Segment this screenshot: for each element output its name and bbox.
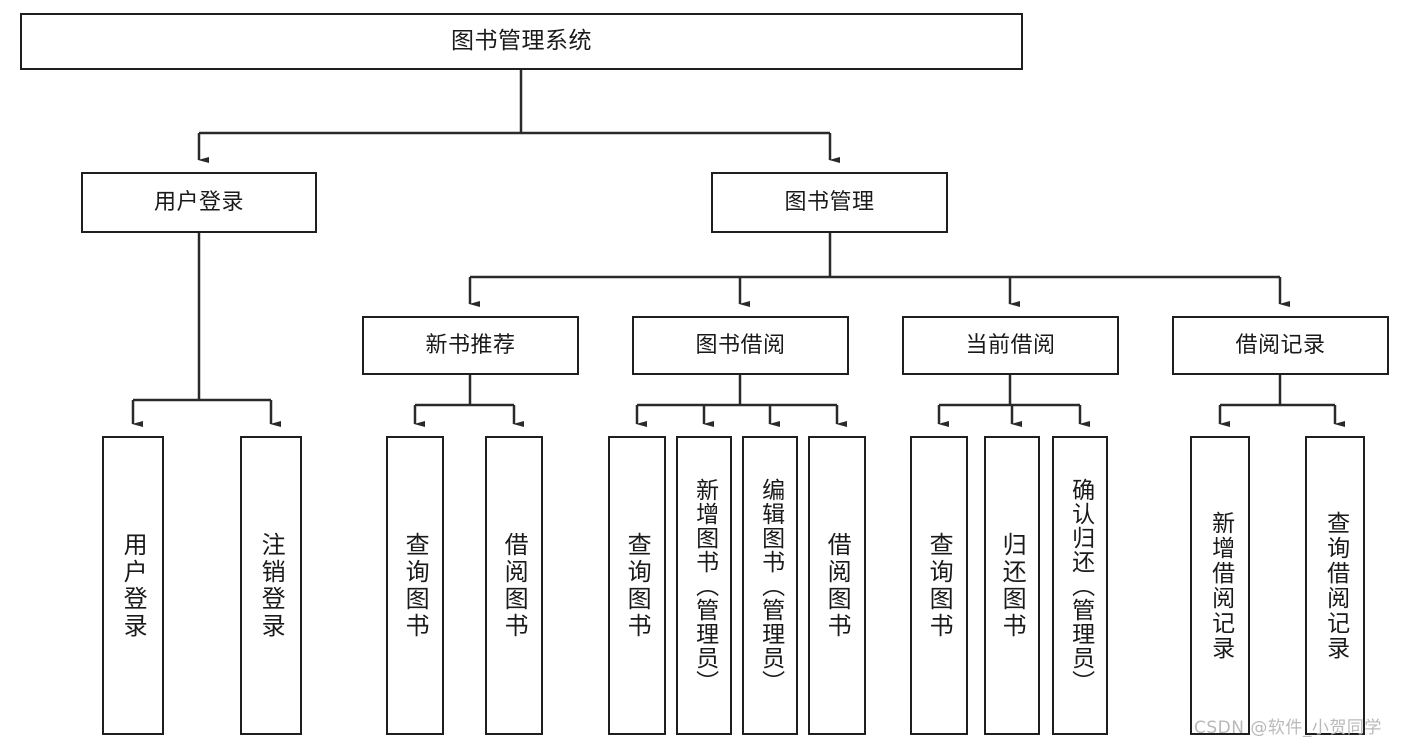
- leaf-confirm-return-admin-label: 确认归还（管理员）: [1067, 477, 1094, 694]
- leaf-query-book-borrow-label: 查询图书: [623, 531, 652, 640]
- csdn-watermark: CSDN @软件_小贺同学: [1194, 718, 1382, 738]
- leaf-edit-book-admin[interactable]: 编辑图书（管理员）: [742, 436, 798, 735]
- node-borrow-record[interactable]: 借阅记录: [1172, 316, 1389, 375]
- leaf-borrow-book-label: 借阅图书: [823, 531, 852, 640]
- leaf-query-borrow-record-label: 查询借阅记录: [1322, 510, 1349, 661]
- leaf-borrow-book[interactable]: 借阅图书: [808, 436, 866, 735]
- leaf-edit-book-admin-label: 编辑图书（管理员）: [757, 477, 784, 694]
- leaf-query-borrow-record[interactable]: 查询借阅记录: [1305, 436, 1365, 735]
- node-book-management[interactable]: 图书管理: [711, 172, 948, 233]
- leaf-query-book-recommend-label: 查询图书: [401, 531, 430, 640]
- node-new-book-recommend-label: 新书推荐: [425, 332, 516, 358]
- node-current-borrow-label: 当前借阅: [965, 332, 1056, 358]
- leaf-borrow-book-recommend-label: 借阅图书: [500, 531, 529, 640]
- node-root-label: 图书管理系统: [451, 27, 592, 54]
- node-user-login[interactable]: 用户登录: [81, 172, 317, 233]
- node-borrow-record-label: 借阅记录: [1235, 332, 1326, 358]
- leaf-query-book-current-label: 查询图书: [925, 531, 954, 640]
- node-book-management-label: 图书管理: [784, 189, 875, 215]
- leaf-query-book-borrow[interactable]: 查询图书: [608, 436, 666, 735]
- leaf-user-logout-label: 注销登录: [257, 531, 286, 640]
- leaf-user-logout[interactable]: 注销登录: [240, 436, 302, 735]
- node-current-borrow[interactable]: 当前借阅: [902, 316, 1119, 375]
- leaf-query-book-current[interactable]: 查询图书: [910, 436, 968, 735]
- node-root[interactable]: 图书管理系统: [20, 13, 1023, 70]
- leaf-query-book-recommend[interactable]: 查询图书: [386, 436, 444, 735]
- node-user-login-label: 用户登录: [153, 189, 244, 215]
- leaf-return-book[interactable]: 归还图书: [984, 436, 1040, 735]
- node-book-borrow-label: 图书借阅: [695, 332, 786, 358]
- leaf-add-book-admin[interactable]: 新增图书（管理员）: [676, 436, 732, 735]
- node-new-book-recommend[interactable]: 新书推荐: [362, 316, 579, 375]
- leaf-user-login-label: 用户登录: [119, 531, 148, 640]
- leaf-add-borrow-record-label: 新增借阅记录: [1207, 510, 1234, 661]
- leaf-confirm-return-admin[interactable]: 确认归还（管理员）: [1052, 436, 1108, 735]
- leaf-borrow-book-recommend[interactable]: 借阅图书: [485, 436, 543, 735]
- leaf-user-login[interactable]: 用户登录: [102, 436, 164, 735]
- leaf-return-book-label: 归还图书: [998, 531, 1027, 640]
- leaf-add-borrow-record[interactable]: 新增借阅记录: [1190, 436, 1250, 735]
- leaf-add-book-admin-label: 新增图书（管理员）: [691, 477, 718, 694]
- node-book-borrow[interactable]: 图书借阅: [632, 316, 849, 375]
